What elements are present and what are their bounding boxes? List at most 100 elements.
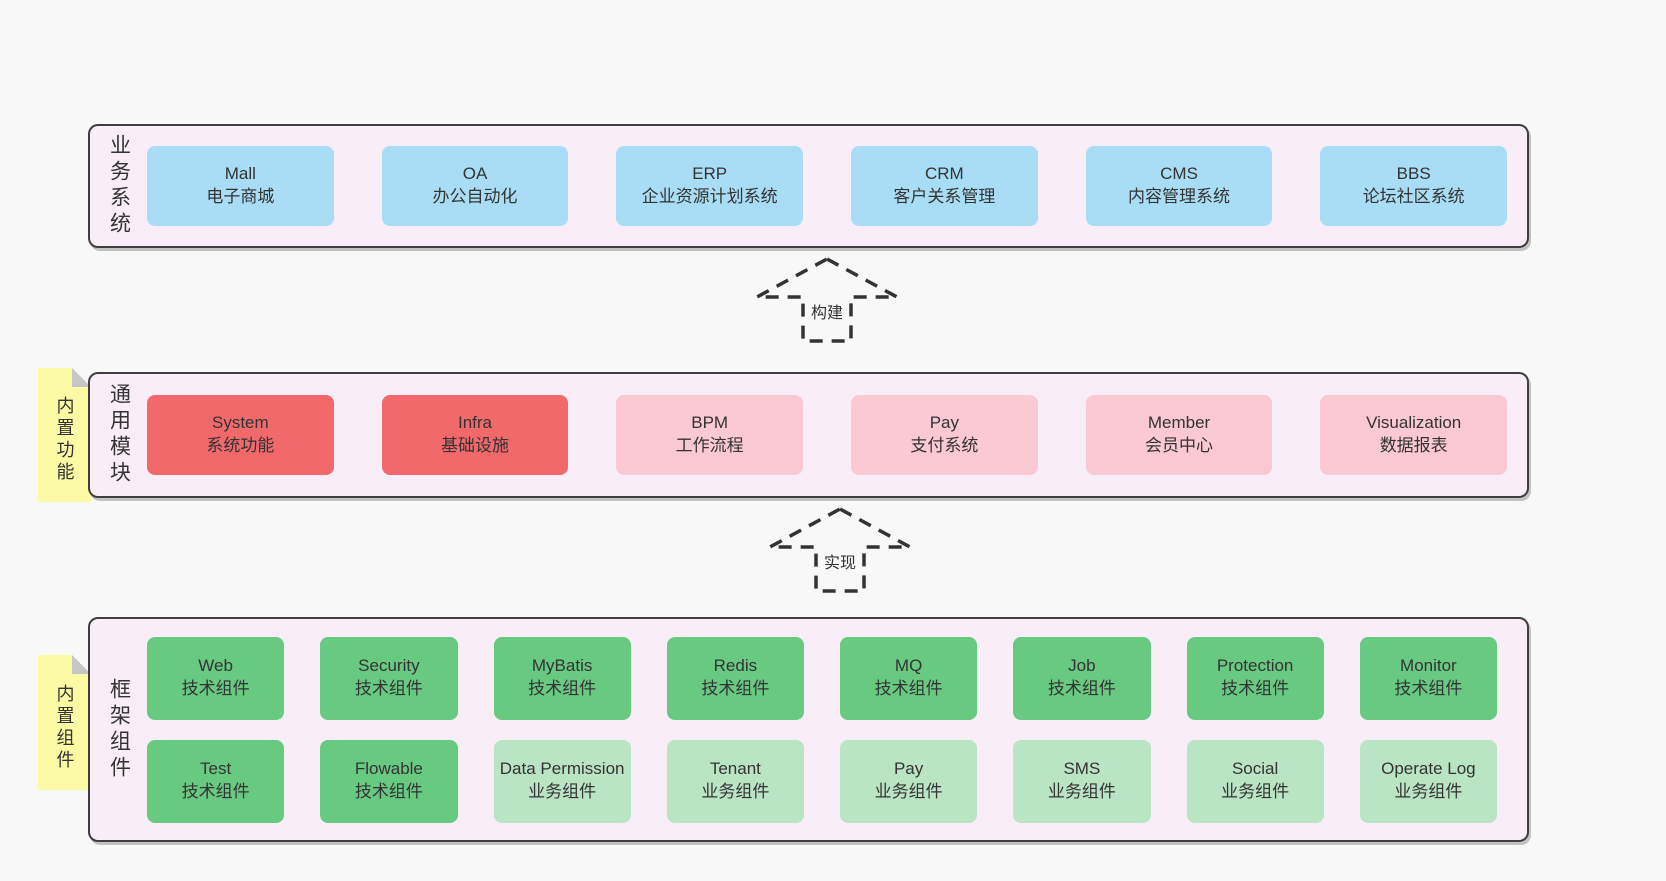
box-mall: Mall 电子商城: [147, 146, 334, 226]
box-subtitle: 技术组件: [874, 679, 943, 698]
box-oa: OA 办公自动化: [381, 146, 569, 226]
box-member: Member 会员中心: [1085, 395, 1273, 475]
box-title: Tenant: [709, 759, 761, 779]
box-subtitle: 业务组件: [701, 782, 770, 801]
box-title: Job: [1068, 656, 1096, 676]
box-subtitle: 技术组件: [181, 679, 250, 698]
box-title: System: [211, 413, 269, 433]
box-title: BPM: [691, 413, 729, 433]
box-title: SMS: [1063, 759, 1101, 779]
build-arrow: 构建: [752, 255, 902, 345]
build-arrow-label: 构建: [807, 299, 847, 323]
box-subtitle: 电子商城: [206, 187, 275, 206]
box-subtitle: 业务组件: [1394, 782, 1463, 801]
box-protection: Protection 技术组件: [1186, 636, 1324, 720]
box-subtitle: 业务组件: [528, 782, 597, 801]
box-subtitle: 办公自动化: [432, 187, 518, 206]
box-title: Pay: [893, 759, 924, 779]
box-bbs: BBS 论坛社区系统: [1320, 146, 1508, 226]
layer-common-modules: 通用模块 System 系统功能 Infra 基础设施 BPM 工作流程 Pay…: [88, 372, 1529, 498]
box-test: Test 技术组件: [147, 739, 285, 823]
layer-business-systems: 业务系统 Mall 电子商城 OA 办公自动化 ERP 企业资源计划系统 CRM…: [88, 124, 1529, 248]
sticky-note-builtin-components: 内置组件: [38, 655, 91, 790]
box-web: Web 技术组件: [147, 636, 285, 720]
box-subtitle: 业务组件: [1221, 782, 1290, 801]
business-systems-boxes: Mall 电子商城 OA 办公自动化 ERP 企业资源计划系统 CRM 客户关系…: [147, 126, 1527, 246]
sticky-label: 内置功能: [54, 396, 75, 484]
box-erp: ERP 企业资源计划系统: [616, 146, 804, 226]
box-subtitle: 技术组件: [1394, 679, 1463, 698]
box-title: MQ: [894, 656, 923, 676]
box-subtitle: 技术组件: [1047, 679, 1116, 698]
sticky-note-builtin-features: 内置功能: [38, 368, 91, 502]
box-title: Member: [1147, 413, 1211, 433]
box-subtitle: 技术组件: [1221, 679, 1290, 698]
box-bpm: BPM 工作流程: [616, 395, 804, 475]
box-subtitle: 内容管理系统: [1128, 187, 1231, 206]
box-title: Monitor: [1400, 656, 1457, 676]
box-title: Redis: [713, 656, 758, 676]
box-subtitle: 工作流程: [675, 436, 744, 455]
box-title: Infra: [457, 413, 493, 433]
box-pay: Pay 支付系统: [851, 395, 1038, 475]
box-title: ERP: [692, 164, 728, 184]
components-row-1: Web 技术组件 Security 技术组件 MyBatis 技术组件 Redi…: [147, 636, 1497, 720]
box-subtitle: 技术组件: [528, 679, 597, 698]
box-subtitle: 会员中心: [1145, 436, 1214, 455]
box-subtitle: 技术组件: [701, 679, 770, 698]
box-monitor: Monitor 技术组件: [1359, 636, 1497, 720]
box-subtitle: 技术组件: [354, 782, 423, 801]
box-operate-log: Operate Log 业务组件: [1359, 739, 1497, 823]
box-job: Job 技术组件: [1013, 636, 1151, 720]
box-subtitle: 技术组件: [354, 679, 423, 698]
box-mq: MQ 技术组件: [840, 636, 978, 720]
box-crm: CRM 客户关系管理: [851, 146, 1038, 226]
implement-arrow-label: 实现: [820, 549, 860, 573]
box-subtitle: 数据报表: [1379, 436, 1448, 455]
layer-label-framework-components: 框架组件: [107, 677, 131, 782]
box-subtitle: 论坛社区系统: [1362, 187, 1465, 206]
framework-components-boxes: Web 技术组件 Security 技术组件 MyBatis 技术组件 Redi…: [147, 619, 1527, 840]
implement-arrow: 实现: [765, 505, 915, 595]
box-subtitle: 基础设施: [441, 436, 509, 455]
box-mybatis: MyBatis 技术组件: [493, 636, 631, 720]
sticky-fold-icon: [72, 368, 91, 387]
box-title: BBS: [1396, 164, 1431, 184]
box-title: MyBatis: [531, 656, 593, 676]
box-subtitle: 支付系统: [910, 436, 979, 455]
box-flowable: Flowable 技术组件: [320, 739, 458, 823]
box-subtitle: 客户关系管理: [893, 187, 996, 206]
box-subtitle: 业务组件: [874, 782, 943, 801]
box-title: Pay: [929, 413, 959, 433]
box-title: OA: [462, 164, 488, 184]
box-data-permission: Data Permission 业务组件: [493, 739, 631, 823]
box-security: Security 技术组件: [320, 636, 458, 720]
box-title: Security: [358, 656, 420, 676]
layer-label-business-systems: 业务系统: [107, 134, 131, 238]
box-sms: SMS 业务组件: [1013, 739, 1151, 823]
box-title: Operate Log: [1381, 759, 1476, 779]
box-redis: Redis 技术组件: [666, 636, 804, 720]
box-subtitle: 技术组件: [181, 782, 250, 801]
box-subtitle: 企业资源计划系统: [641, 187, 778, 206]
components-row-2: Test 技术组件 Flowable 技术组件 Data Permission …: [147, 739, 1497, 823]
box-infra: Infra 基础设施: [381, 395, 569, 475]
box-title: CRM: [924, 164, 964, 184]
box-subtitle: 系统功能: [206, 436, 275, 455]
layer-framework-components: 框架组件 Web 技术组件 Security 技术组件 MyBatis 技术组件…: [88, 617, 1529, 842]
sticky-fold-icon: [72, 655, 91, 674]
box-pay-business: Pay 业务组件: [840, 739, 978, 823]
box-title: Test: [200, 759, 232, 779]
box-system: System 系统功能: [147, 395, 334, 475]
box-title: Flowable: [354, 759, 423, 779]
box-title: Visualization: [1366, 413, 1462, 433]
layer-label-common-modules: 通用模块: [107, 383, 131, 487]
box-tenant: Tenant 业务组件: [666, 739, 804, 823]
box-title: Social: [1231, 759, 1279, 779]
sticky-label: 内置组件: [54, 683, 75, 772]
box-visualization: Visualization 数据报表: [1320, 395, 1508, 475]
box-social: Social 业务组件: [1186, 739, 1324, 823]
box-title: Mall: [224, 164, 256, 184]
box-cms: CMS 内容管理系统: [1085, 146, 1273, 226]
